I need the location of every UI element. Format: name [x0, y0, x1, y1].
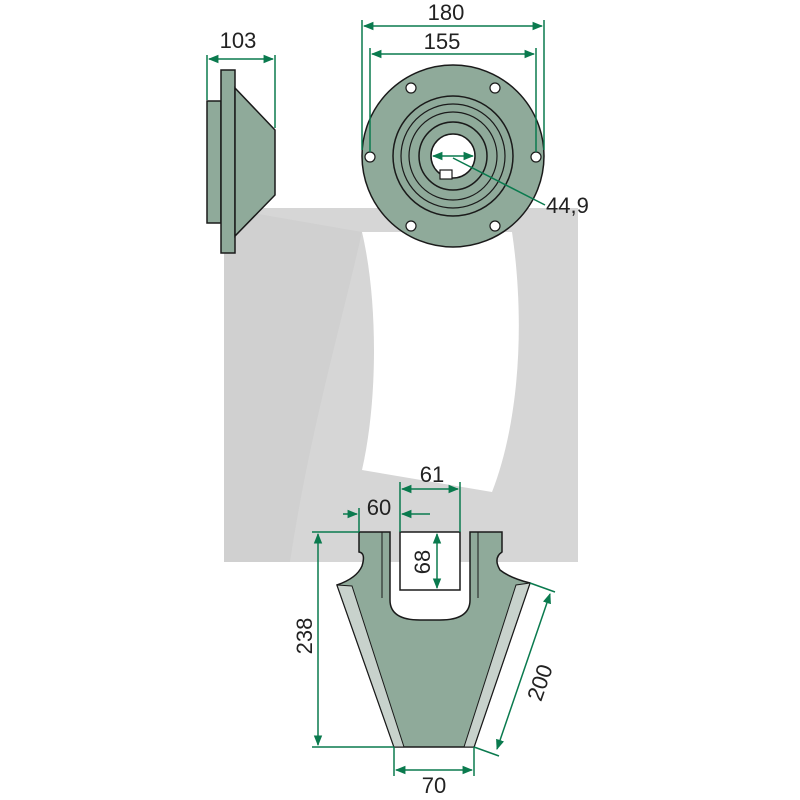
- dim-bore-label: 44,9: [546, 193, 589, 218]
- dim-slot-offset-label: 60: [367, 495, 391, 520]
- dim-slot-width-label: 61: [420, 462, 444, 487]
- dim-slot-width: 61: [399, 462, 461, 532]
- dim-slot-depth: 68: [410, 532, 442, 590]
- dim-outer-diameter-label: 180: [428, 0, 465, 25]
- dim-bottom-width: 70: [393, 747, 475, 798]
- dim-edge-length-label: 200: [522, 661, 558, 704]
- dim-bolt-circle-label: 155: [424, 29, 461, 54]
- dim-height: 238: [292, 531, 394, 748]
- dim-height-label: 238: [292, 618, 317, 655]
- dim-outer-diameter: 180: [361, 0, 545, 150]
- side-view: [206, 69, 276, 254]
- dim-bottom-width-label: 70: [422, 773, 446, 798]
- dim-slot-depth-label: 68: [410, 550, 435, 574]
- dim-side-width-label: 103: [220, 28, 257, 53]
- logo-watermark-icon: [224, 208, 578, 562]
- bolt-holes: [364, 82, 542, 232]
- dim-slot-offset: 60: [343, 495, 430, 532]
- dim-bolt-circle: 155: [369, 29, 537, 152]
- dim-side-width: 103: [206, 28, 276, 128]
- dim-bore: 44,9: [431, 151, 589, 218]
